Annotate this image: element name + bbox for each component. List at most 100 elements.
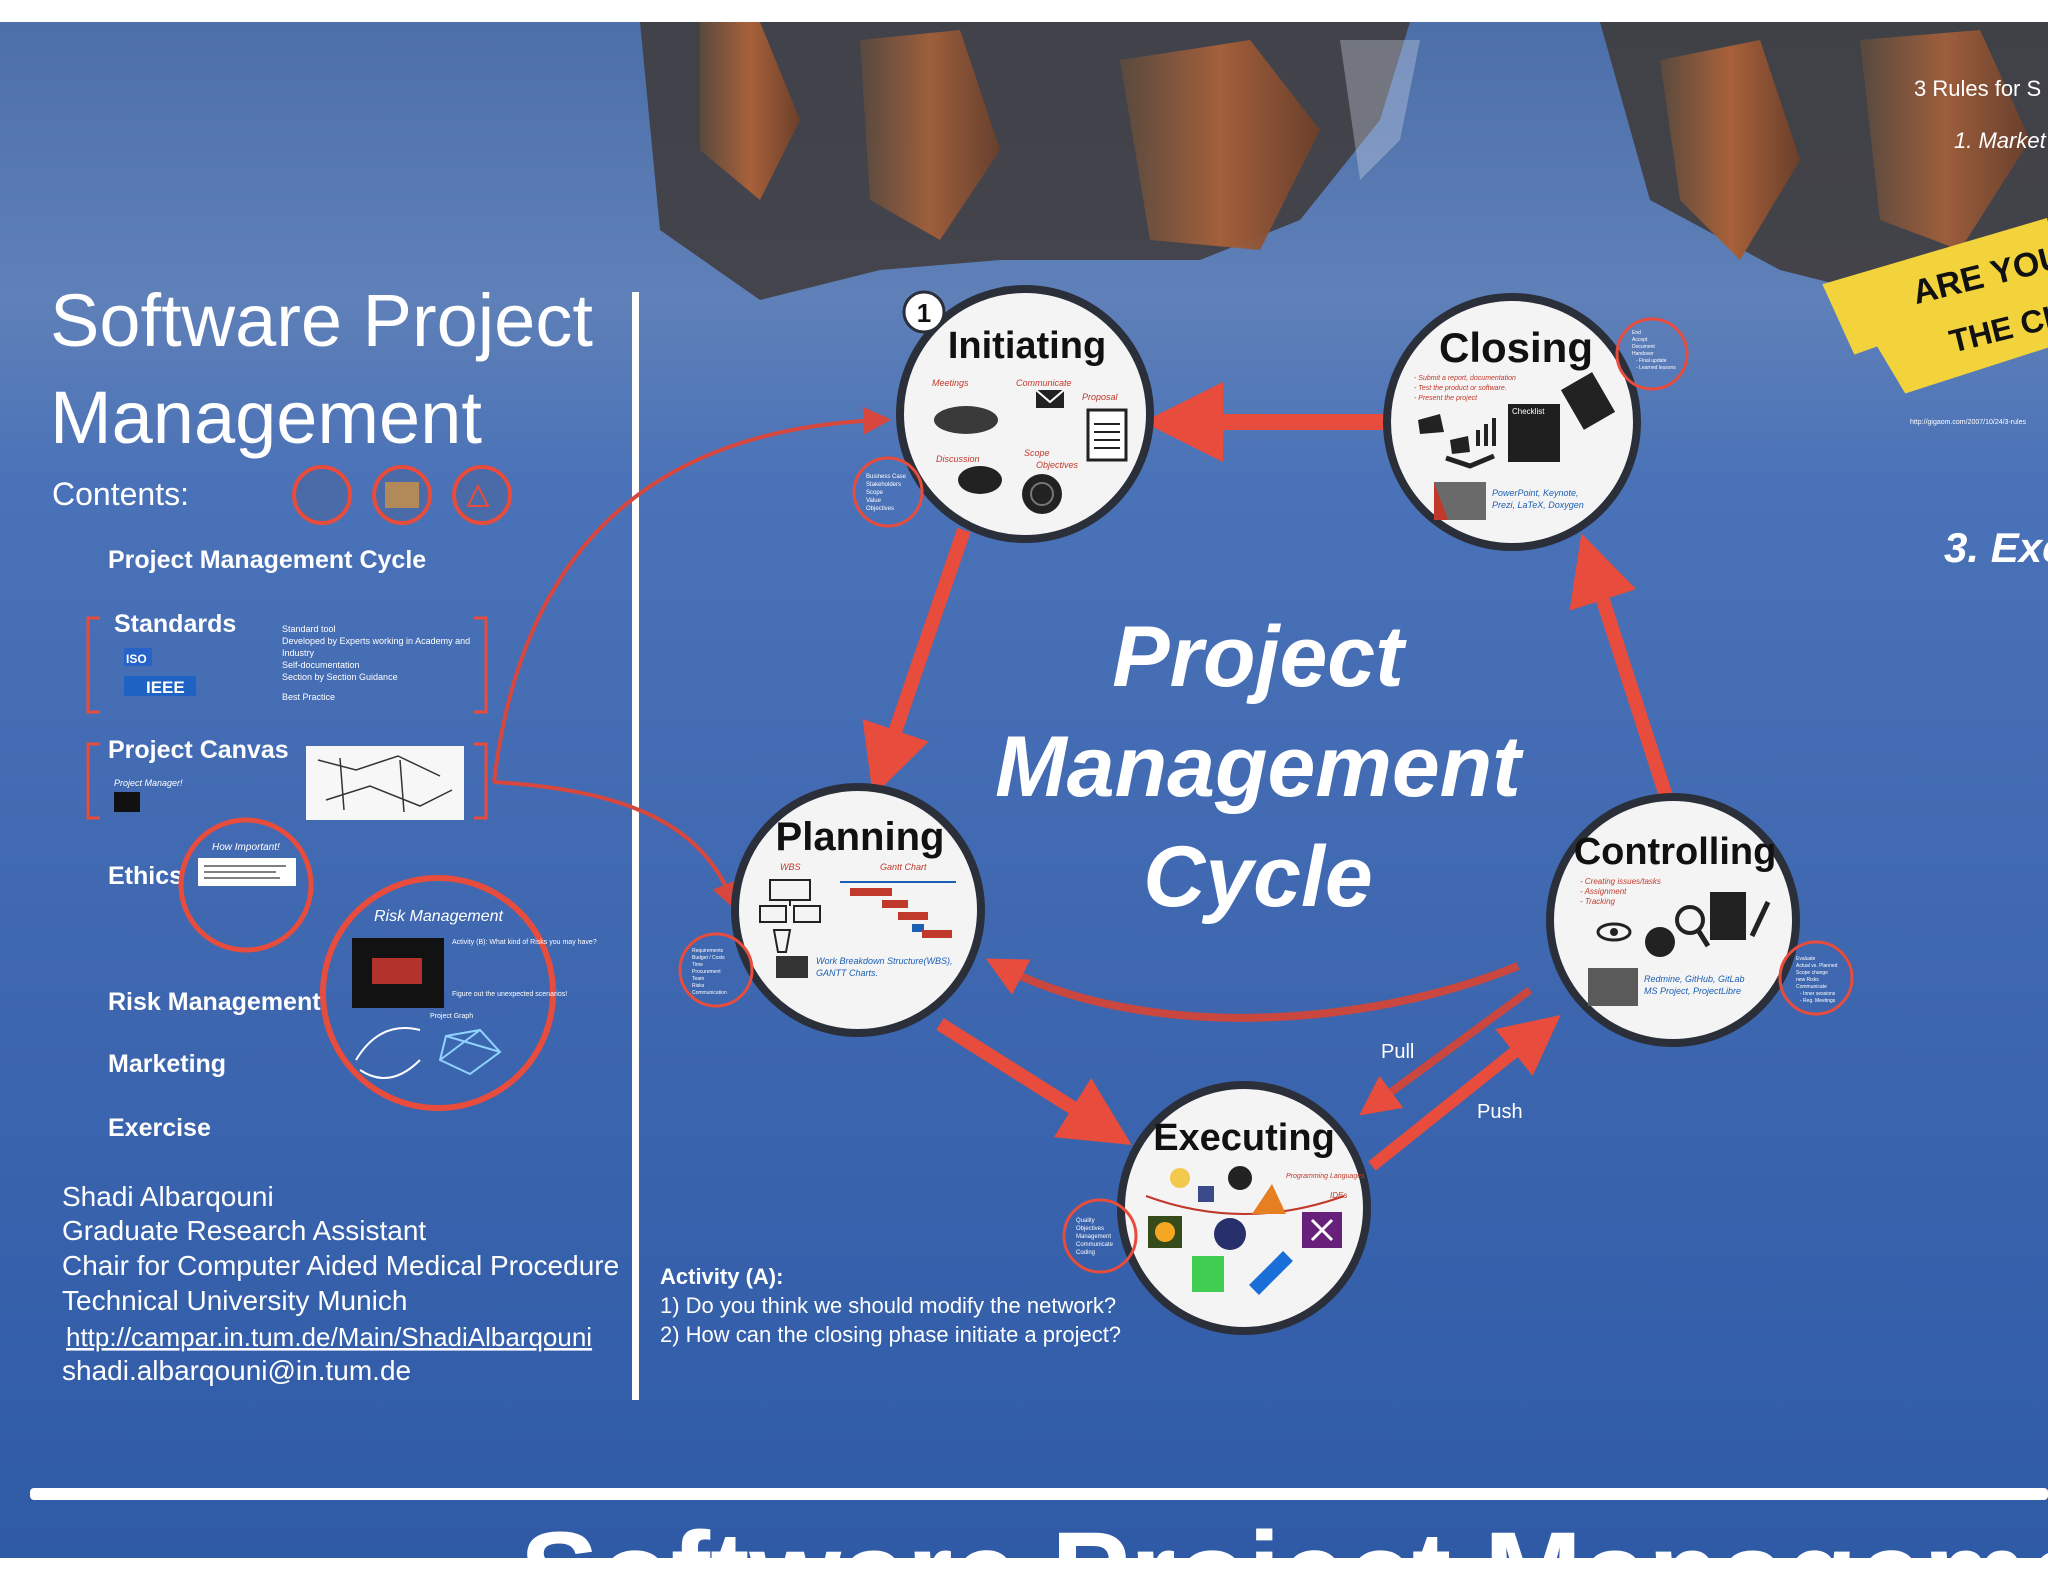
language-icon-2 bbox=[1198, 1186, 1214, 1202]
risk-bubble-title: Risk Management bbox=[374, 908, 504, 925]
author-university: Technical University Munich bbox=[62, 1285, 407, 1316]
ethics-badge: How Important! bbox=[212, 842, 280, 853]
planning-note: Budget / Costs bbox=[692, 955, 725, 961]
standards-note-3: Industry bbox=[282, 648, 315, 658]
cycle-title-line1: Project bbox=[1112, 609, 1407, 705]
closing-note: Handover bbox=[1632, 351, 1654, 357]
initiating-sub-scope: Scope bbox=[1024, 448, 1050, 458]
eye-icon bbox=[1596, 922, 1632, 942]
envelope-icon bbox=[1036, 390, 1064, 408]
closing-notes-bubble[interactable]: End Accept Document Handover - Final upd… bbox=[1615, 317, 1689, 391]
closing-note: - Learned lessons bbox=[1636, 365, 1676, 371]
executing-notes-bubble[interactable]: Quality Objectives Management Communicat… bbox=[1062, 1198, 1138, 1274]
tool-logo-thumb bbox=[1588, 968, 1638, 1006]
checklist-icon bbox=[1508, 404, 1560, 462]
project-canvas-frame[interactable]: Project Canvas Project Manager! bbox=[86, 736, 488, 820]
eclipse-logo bbox=[1155, 1222, 1175, 1242]
canvas-sketch-image[interactable] bbox=[306, 746, 464, 820]
node-closing[interactable]: Closing - Submit a report, documentation… bbox=[1383, 293, 1641, 551]
planning-note: Risks bbox=[692, 983, 705, 989]
contents-thumbnails[interactable] bbox=[292, 465, 512, 525]
contents-item-exercise[interactable]: Exercise bbox=[108, 1114, 211, 1142]
initiating-note: Objectives bbox=[866, 506, 894, 512]
standards-frame[interactable]: Standards ISO IEEE Standard tool Develop… bbox=[86, 610, 488, 714]
author-email[interactable]: shadi.albarqouni@in.tum.de bbox=[62, 1355, 411, 1386]
contents-item-standards[interactable]: Standards bbox=[114, 610, 236, 638]
activity-question-1: 1) Do you think we should modify the net… bbox=[660, 1293, 1116, 1318]
bottom-divider bbox=[30, 1488, 2048, 1500]
initiating-note: Value bbox=[866, 498, 882, 504]
contents-item-cycle[interactable]: Project Management Cycle bbox=[108, 546, 426, 574]
initiating-note: Stakeholders bbox=[866, 482, 901, 488]
meeting-table-icon bbox=[934, 406, 998, 434]
market-rule: 1. Market bbox=[1954, 128, 2047, 153]
proposal-document-icon bbox=[1086, 408, 1128, 462]
executing-note: Coding bbox=[1076, 1250, 1095, 1256]
rules-title: 3 Rules for S bbox=[1914, 76, 2041, 101]
initiating-notes-bubble[interactable]: Business Case Stakeholders Scope Value O… bbox=[852, 456, 924, 528]
step-badge-number: 1 bbox=[917, 298, 931, 328]
closing-sub-report: - Submit a report, documentation bbox=[1414, 375, 1516, 382]
planning-label: Planning bbox=[776, 815, 945, 859]
initiating-sub-proposal: Proposal bbox=[1082, 392, 1119, 402]
initiating-sub-discussion: Discussion bbox=[936, 454, 980, 464]
planning-note: Communication bbox=[692, 990, 727, 996]
planning-notes-bubble[interactable]: Requirements Budget / Costs Time Procure… bbox=[678, 932, 754, 1008]
source-link[interactable]: http://gigaom.com/2007/10/24/3-rules bbox=[1910, 419, 2026, 426]
toolbox-icon bbox=[776, 956, 808, 978]
book-icon bbox=[1560, 372, 1616, 430]
controlling-sub-issues: - Creating issues/tasks bbox=[1580, 877, 1661, 886]
executing-note: Objectives bbox=[1076, 1226, 1104, 1232]
canvas-caption: Project Manager! bbox=[114, 778, 183, 788]
controlling-note: Actual vs. Planned bbox=[1796, 963, 1838, 969]
executing-note: Management bbox=[1076, 1234, 1111, 1240]
divider-curve bbox=[1145, 1195, 1345, 1215]
executing-sub-ides: IDEs bbox=[1330, 1191, 1347, 1200]
planning-note: Team bbox=[692, 976, 704, 982]
matlab-icon bbox=[1252, 1184, 1286, 1214]
controlling-notes-bubble[interactable]: Evaluate Actual vs. Planned Scope change… bbox=[1778, 940, 1854, 1016]
contents-item-marketing[interactable]: Marketing bbox=[108, 1050, 226, 1078]
ieee-logo bbox=[124, 676, 196, 696]
closing-tools-2: Prezi, LaTeX, Doxygen bbox=[1492, 500, 1584, 510]
controlling-note: Communicate bbox=[1796, 984, 1827, 990]
globe-ide-icon bbox=[1214, 1218, 1246, 1250]
push-label: Push bbox=[1477, 1101, 1523, 1123]
controlling-label: Controlling bbox=[1574, 831, 1777, 873]
controlling-tools-1: Redmine, GitHub, GitLab bbox=[1644, 974, 1745, 984]
executing-note: Communicate bbox=[1076, 1242, 1114, 1248]
ethics-bubble[interactable]: How Important! bbox=[178, 817, 314, 953]
thumbnail-standards[interactable] bbox=[292, 465, 352, 525]
initiating-label: Initiating bbox=[948, 325, 1106, 367]
author-role: Graduate Research Assistant bbox=[62, 1215, 426, 1246]
author-url-link[interactable]: http://campar.in.tum.de/Main/ShadiAlbarq… bbox=[66, 1322, 592, 1352]
node-executing[interactable]: Executing Programming Languages IDEs bbox=[1117, 1081, 1371, 1335]
sidebar: Software Project Management Contents: Pr… bbox=[50, 279, 619, 1386]
node-controlling[interactable]: Controlling - Creating issues/tasks - As… bbox=[1546, 793, 1800, 1047]
iso-logo bbox=[124, 648, 152, 666]
planning-note: Requirements bbox=[692, 948, 724, 954]
contents-item-ethics[interactable]: Ethics bbox=[108, 862, 183, 890]
planning-sub-wbs: WBS bbox=[780, 862, 801, 872]
node-initiating[interactable]: 1 Initiating Meetings Communicate Propos… bbox=[896, 285, 1154, 543]
activity-question-2: 2) How can the closing phase initiate a … bbox=[660, 1322, 1121, 1347]
python-icon bbox=[1170, 1168, 1190, 1188]
thought-cloud-icon bbox=[958, 466, 1002, 494]
author-name: Shadi Albarqouni bbox=[62, 1181, 274, 1212]
checklist-label: Checklist bbox=[1512, 407, 1545, 416]
contents-item-canvas[interactable]: Project Canvas bbox=[108, 736, 289, 764]
executing-label: Executing bbox=[1153, 1117, 1335, 1159]
risk-graph-label: Project Graph bbox=[430, 1013, 473, 1020]
standards-note-2: Developed by Experts working in Academy … bbox=[282, 636, 470, 646]
risk-management-bubble[interactable]: Risk Management Activity (B): What kind … bbox=[320, 875, 597, 1111]
ieee-logo-text: IEEE bbox=[146, 678, 185, 697]
contents-item-risk[interactable]: Risk Management bbox=[108, 988, 321, 1016]
gantt-chart bbox=[840, 881, 956, 938]
controlling-note: Scope change bbox=[1796, 970, 1828, 976]
planning-note: Time bbox=[692, 962, 703, 968]
closing-label: Closing bbox=[1439, 324, 1593, 371]
standards-note-5: Section by Section Guidance bbox=[282, 672, 398, 682]
canvas-video-thumb[interactable] bbox=[114, 792, 140, 812]
risk-cycle-arrows bbox=[355, 1027, 421, 1079]
node-planning[interactable]: Planning WBS Gantt Chart Work Breakdown … bbox=[731, 783, 985, 1037]
